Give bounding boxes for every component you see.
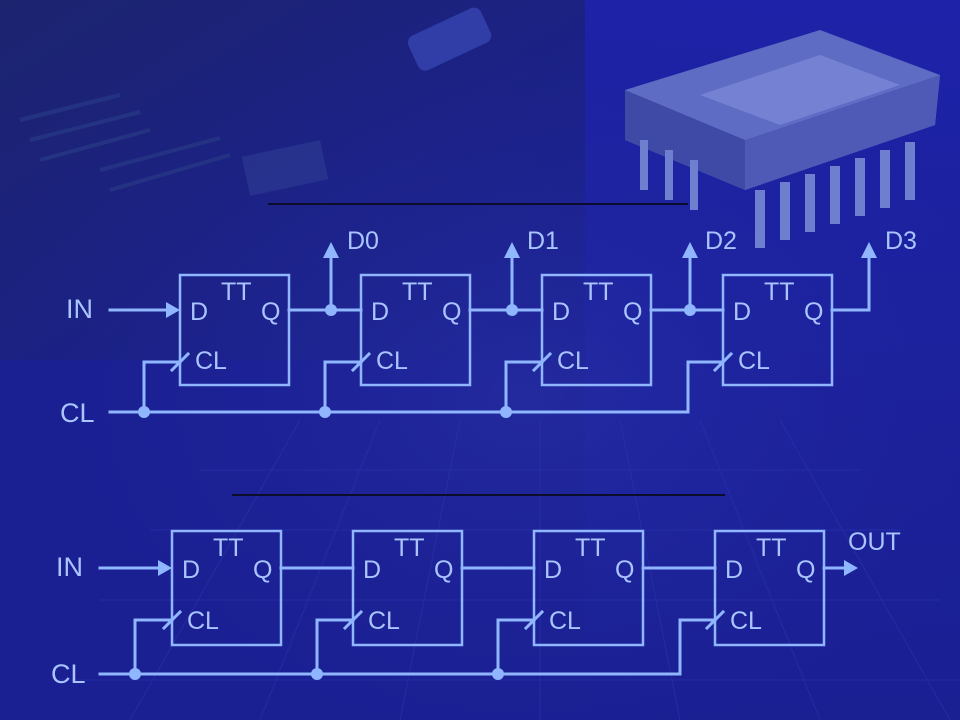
bottom-flipflop-4-q-pin: Q xyxy=(796,556,815,584)
bottom-flipflop-2: D TT Q CL xyxy=(351,529,464,647)
top-output-d2-label: D2 xyxy=(705,227,737,255)
bottom-clock-junction-2 xyxy=(311,668,323,680)
top-tap-d3 xyxy=(830,254,871,312)
top-tap-d1-arrow xyxy=(504,242,520,258)
top-flipflop-2: D TT Q CL xyxy=(359,273,472,387)
top-clock-junction-1 xyxy=(138,406,150,418)
bottom-clock-branch-2 xyxy=(315,618,355,676)
top-flipflop-2-type: TT xyxy=(402,278,433,306)
top-flipflop-1-d-pin: D xyxy=(190,298,208,326)
bottom-flipflop-2-q-pin: Q xyxy=(434,556,453,584)
bottom-clock-edge-mark-1 xyxy=(161,609,183,631)
top-tap-d1-junction xyxy=(506,304,518,316)
top-clock-label: CL xyxy=(60,398,95,428)
top-flipflop-2-clock-pin: CL xyxy=(376,347,408,375)
bottom-flipflop-4-type: TT xyxy=(756,534,787,562)
top-clock-branch-3 xyxy=(504,360,544,414)
top-flipflop-2-q-pin: Q xyxy=(442,298,461,326)
top-flipflop-4-d-pin: D xyxy=(733,298,751,326)
bottom-flipflop-3-body xyxy=(532,529,645,647)
top-clock-edge-mark-1 xyxy=(169,351,191,373)
top-flipflop-3-body xyxy=(540,273,653,387)
bottom-clock-branch-3 xyxy=(496,618,536,676)
bottom-clock-junction-3 xyxy=(492,668,504,680)
bottom-clock-junction-1 xyxy=(129,668,141,680)
bottom-flipflop-3-type: TT xyxy=(575,534,606,562)
top-input-arrow xyxy=(166,302,180,318)
bottom-clock-label: CL xyxy=(51,659,86,689)
bottom-flipflop-4-clock-pin: CL xyxy=(730,607,762,635)
bottom-register: IN CL D TT Q CL D TT Q CL D TT Q CL xyxy=(51,528,901,689)
top-flipflop-1-body xyxy=(178,273,291,387)
bottom-flipflop-1: D TT Q CL xyxy=(170,529,283,647)
ic-chip-picture xyxy=(625,30,940,248)
top-clock-edge-mark-4 xyxy=(712,351,734,373)
top-clock-branch-4 xyxy=(686,360,725,414)
bottom-clock-edge-mark-4 xyxy=(704,609,726,631)
top-tap-d3-arrow xyxy=(861,242,877,258)
top-output-d1-label: D1 xyxy=(527,227,559,255)
bottom-clock-edge-mark-2 xyxy=(342,609,364,631)
top-flipflop-3-q-pin: Q xyxy=(623,298,642,326)
bottom-flipflop-1-q-pin: Q xyxy=(253,556,272,584)
bottom-flipflop-3-d-pin: D xyxy=(544,556,562,584)
top-output-d3-label: D3 xyxy=(885,227,917,255)
top-flipflop-4-q-pin: Q xyxy=(804,298,823,326)
top-clock-junction-2 xyxy=(319,406,331,418)
top-clock-edge-mark-3 xyxy=(531,351,553,373)
top-flipflop-2-body xyxy=(359,273,472,387)
top-flipflop-4-body xyxy=(721,273,834,387)
top-flipflop-1-q-pin: Q xyxy=(261,298,280,326)
top-flipflop-3-d-pin: D xyxy=(552,298,570,326)
top-flipflop-2-d-pin: D xyxy=(371,298,389,326)
top-flipflop-3-clock-pin: CL xyxy=(557,347,589,375)
top-flipflop-4-type: TT xyxy=(764,278,795,306)
top-tap-d2-arrow xyxy=(682,242,698,258)
bottom-clock-branch-1 xyxy=(133,618,174,676)
top-flipflop-4-clock-pin: CL xyxy=(738,347,770,375)
bottom-flipflop-2-type: TT xyxy=(394,534,425,562)
bottom-input-arrow xyxy=(158,560,172,576)
top-tap-d2-junction xyxy=(684,304,696,316)
bottom-output-label: OUT xyxy=(848,528,901,556)
top-clock-edge-mark-2 xyxy=(350,351,372,373)
bottom-flipflop-2-clock-pin: CL xyxy=(368,607,400,635)
top-flipflop-1: D TT Q CL xyxy=(178,273,291,387)
top-flipflop-1-type: TT xyxy=(221,278,252,306)
top-register: IN CL D TT Q CL D TT Q CL D TT Q CL xyxy=(60,227,917,428)
top-flipflop-3: D TT Q CL xyxy=(540,273,653,387)
bottom-flipflop-1-d-pin: D xyxy=(182,556,200,584)
bottom-flipflop-4-d-pin: D xyxy=(725,556,743,584)
bottom-flipflop-1-body xyxy=(170,529,283,647)
bottom-flipflop-3-q-pin: Q xyxy=(615,556,634,584)
top-flipflop-1-clock-pin: CL xyxy=(195,347,227,375)
bottom-flipflop-1-clock-pin: CL xyxy=(187,607,219,635)
bottom-clock-edge-mark-3 xyxy=(523,609,545,631)
bottom-flipflop-2-d-pin: D xyxy=(363,556,381,584)
top-flipflop-3-type: TT xyxy=(583,278,614,306)
top-tap-d0-junction xyxy=(325,304,337,316)
bottom-flipflop-2-body xyxy=(351,529,464,647)
bottom-output-arrow xyxy=(844,560,858,576)
top-clock-branch-2 xyxy=(323,360,363,414)
top-tap-d0-arrow xyxy=(323,242,339,258)
top-clock-junction-3 xyxy=(500,406,512,418)
bottom-flipflop-1-type: TT xyxy=(213,534,244,562)
top-flipflop-4: D TT Q CL xyxy=(721,273,834,387)
top-input-label: IN xyxy=(66,294,93,324)
bottom-input-label: IN xyxy=(56,552,83,582)
bottom-flipflop-3-clock-pin: CL xyxy=(549,607,581,635)
bottom-clock-branch-4 xyxy=(678,618,717,676)
top-output-d0-label: D0 xyxy=(347,227,379,255)
bottom-flipflop-3: D TT Q CL xyxy=(532,529,645,647)
bottom-flipflop-4: D TT Q CL xyxy=(713,529,826,647)
bottom-flipflop-4-body xyxy=(713,529,826,647)
top-clock-branch-1 xyxy=(142,360,182,414)
